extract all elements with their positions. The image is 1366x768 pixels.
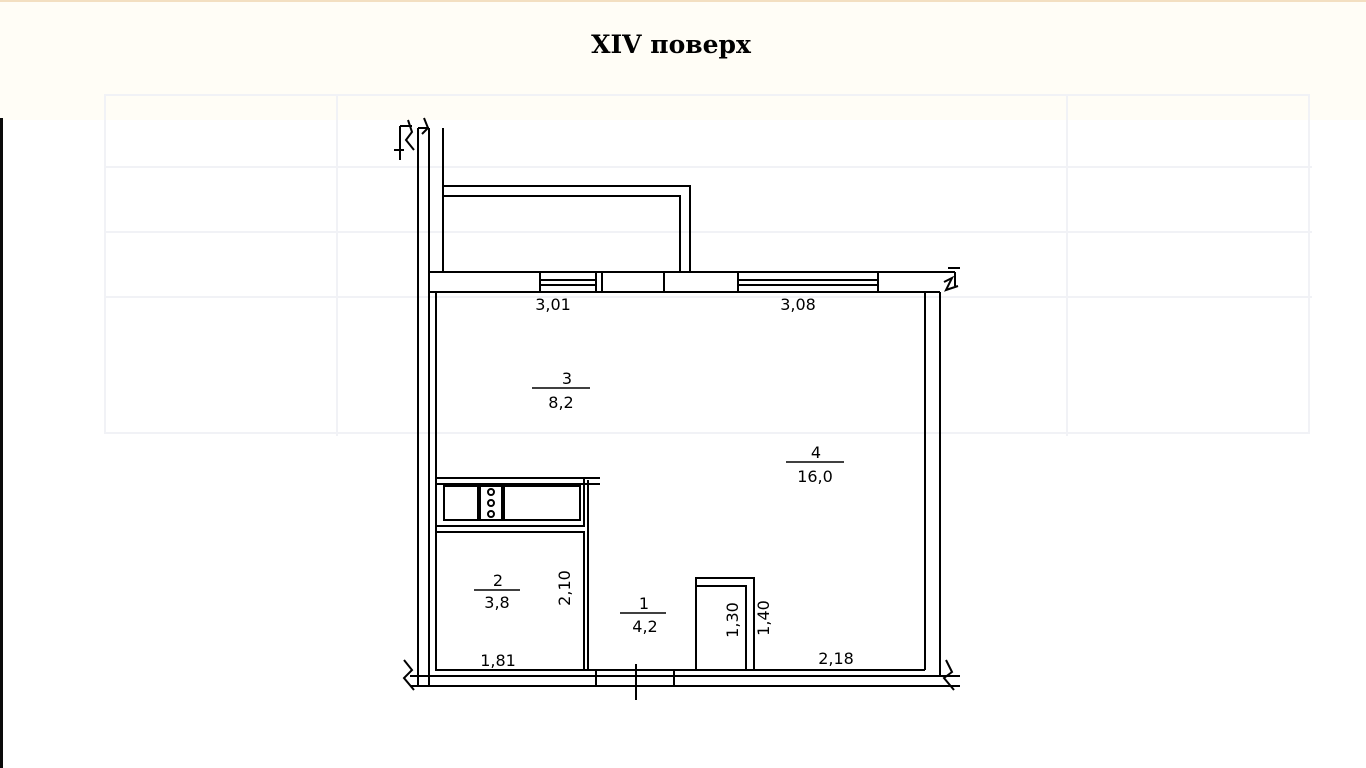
room-4-number: 4 [811,443,821,462]
masked-patch [640,688,686,732]
dim-top-left: 3,01 [535,295,571,314]
kitchen-counter [435,477,600,527]
balcony-door [601,271,665,293]
dimension-ticks [474,387,844,614]
dim-bottom-right: 2,18 [818,649,854,668]
dim-room-1-height-b: 1,40 [754,600,773,636]
window-left [539,271,597,293]
dim-room-2-height: 2,10 [555,570,574,606]
break-mark-top-left [394,117,430,160]
room-outline [435,292,926,671]
room-1-partitions [695,577,755,670]
room-2-area: 3,8 [484,593,509,612]
window-right [737,271,879,293]
entrance-door [595,664,675,700]
balcony [442,128,691,273]
dim-bottom-left: 1,81 [480,651,516,670]
bottom-exterior-wall [410,675,960,687]
room-4-area: 16,0 [797,467,833,486]
room-1-number: 1 [639,594,649,613]
room-3-number: 3 [562,369,572,388]
room-1-area: 4,2 [632,617,657,636]
room-3-area: 8,2 [548,393,573,412]
top-exterior-wall [429,271,956,293]
break-mark-top-right [943,267,960,292]
room-2-bathroom [435,480,589,671]
break-mark-bottom-left [402,659,415,691]
top-band [0,0,1366,120]
dim-top-right: 3,08 [780,295,816,314]
outer-right-wall [925,291,941,676]
floor-title: XIV поверх [591,30,751,59]
room-2-number: 2 [493,571,503,590]
dim-room-1-height-a: 1,30 [723,602,742,638]
left-dark-strip [0,118,3,768]
background-watermark-table [104,94,1312,436]
outer-left-wall [417,127,430,686]
stove-icon [479,485,503,521]
